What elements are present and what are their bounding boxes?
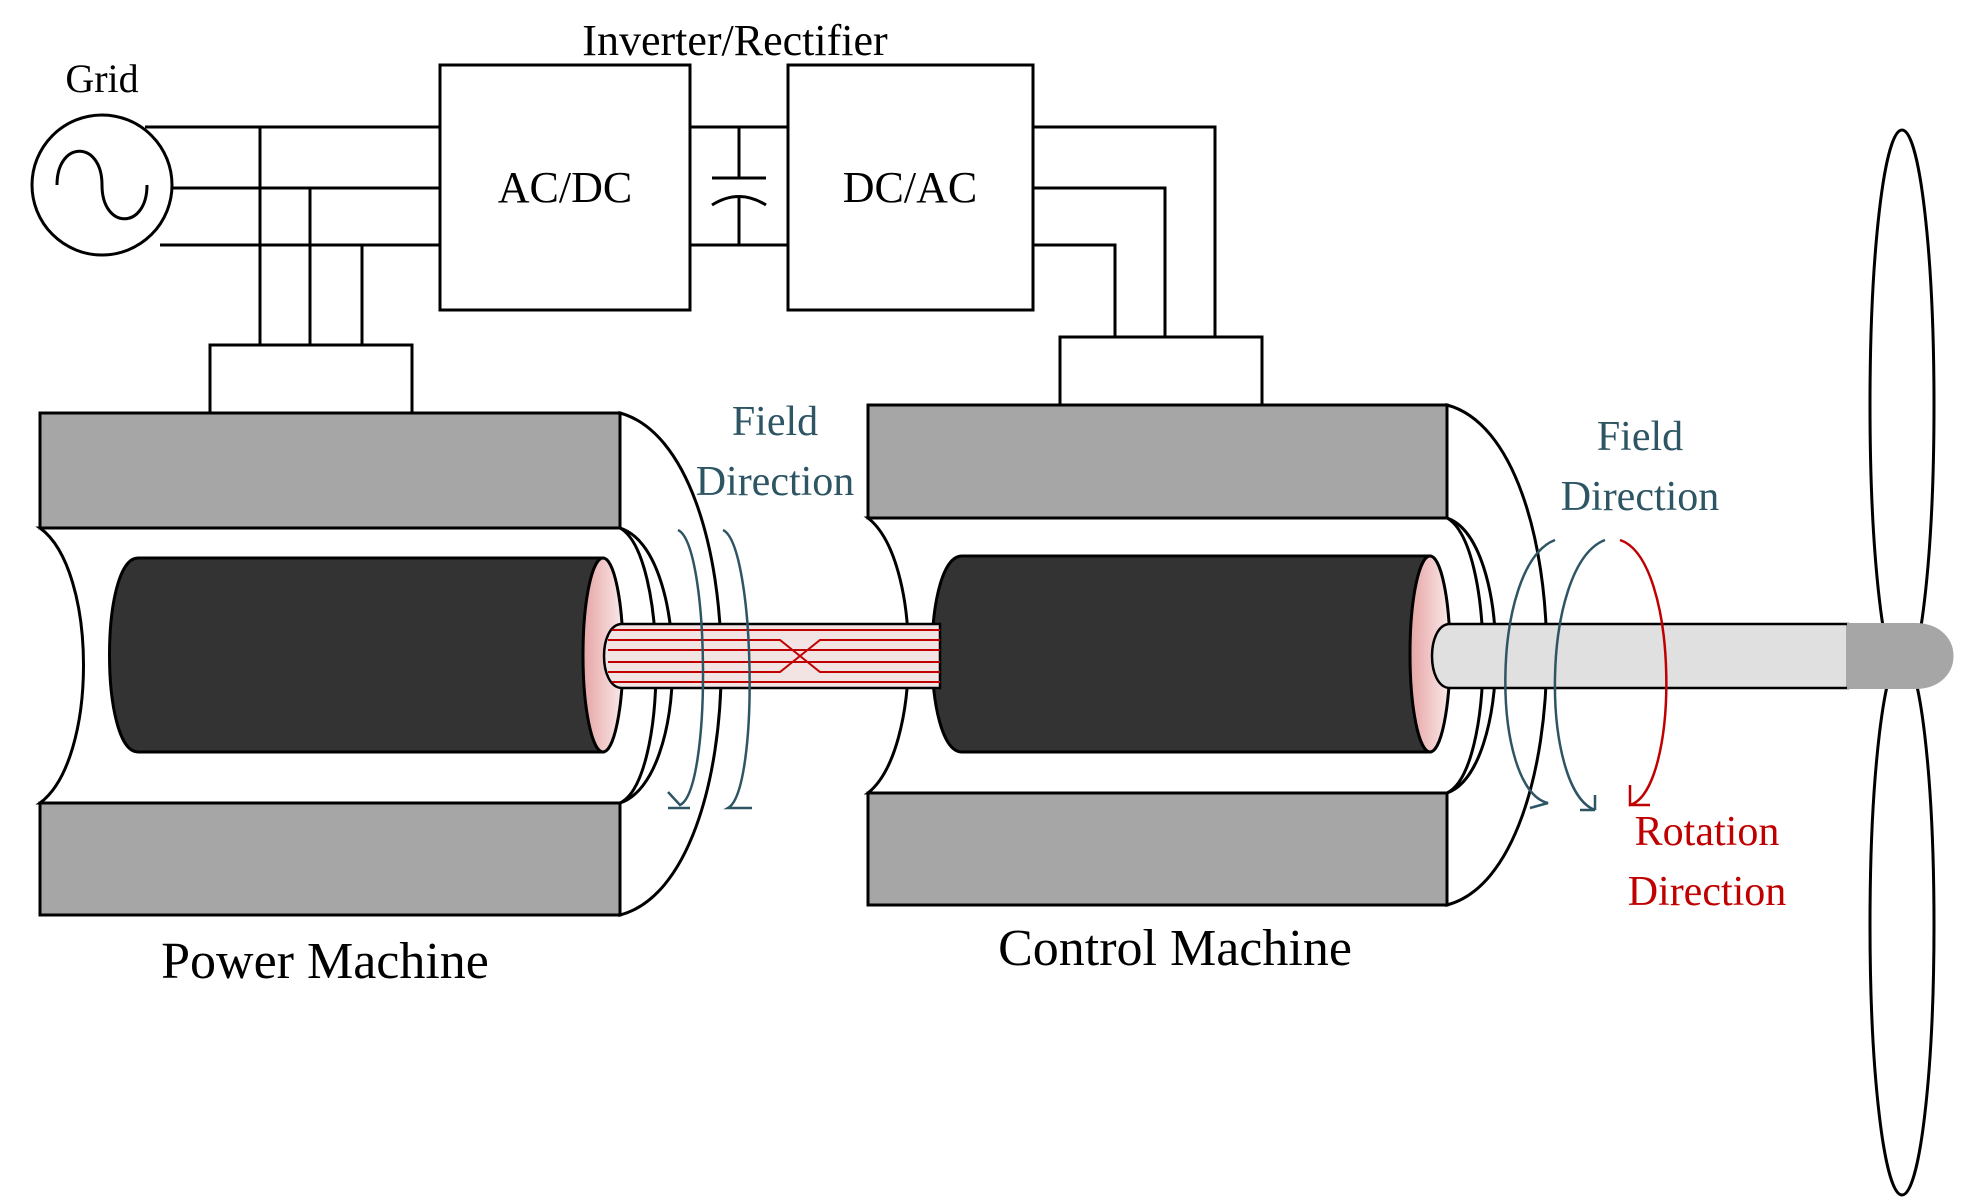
rotation-arrow-icon: [1619, 538, 1668, 807]
power-machine-label: Power Machine: [161, 933, 489, 990]
control-machine-label: Control Machine: [998, 920, 1352, 977]
dc-ac-label: DC/AC: [843, 163, 977, 212]
winding-lines: [608, 629, 940, 683]
field-arrows-control: [1504, 538, 1606, 812]
grid-source: [30, 113, 174, 257]
power-machine-rotor: [108, 556, 605, 754]
field-arrow-icon: [667, 528, 705, 807]
control-machine-stator-top: [866, 403, 1449, 520]
rotation-arrow: [1619, 538, 1668, 807]
ac-dc-converter: [438, 63, 692, 312]
power-machine-terminal-box: [208, 343, 414, 415]
turbine-blade-top: [1868, 128, 1936, 682]
inverter-rectifier-label: Inverter/Rectifier: [582, 16, 888, 65]
turbine-hub: [1847, 623, 1954, 689]
direction-label-control: Direction: [1561, 474, 1720, 520]
control-machine: [863, 335, 1549, 907]
turbine: [1847, 128, 1954, 1197]
field-label-control: Field: [1597, 414, 1683, 460]
power-machine-housing: [618, 411, 723, 917]
power-machine-stator-top: [38, 411, 622, 530]
grid-label: Grid: [65, 56, 138, 101]
control-wires: [1033, 125, 1217, 337]
dc-ac-converter: [786, 63, 1035, 312]
capacitor-icon: [711, 176, 767, 207]
ac-dc-label: AC/DC: [498, 163, 632, 212]
rotation-label: Rotation: [1635, 809, 1780, 855]
control-machine-rotor: [930, 554, 1432, 754]
sine-wave-icon: [55, 149, 149, 221]
turbine-blade-bottom: [1868, 653, 1936, 1197]
field-label-power: Field: [732, 399, 818, 445]
field-arrow-icon: [1504, 538, 1556, 810]
coupling-shaft: [602, 622, 942, 690]
control-machine-stator-bottom: [866, 791, 1449, 907]
grid-wires: [145, 125, 440, 345]
power-machine: [35, 343, 723, 917]
direction-label-power: Direction: [696, 459, 855, 505]
field-arrow-icon: [722, 528, 752, 810]
control-machine-terminal-box: [1058, 335, 1264, 407]
rotation-direction-label: Direction: [1628, 869, 1787, 915]
output-shaft: [1430, 622, 1850, 690]
field-arrows-power: [667, 528, 752, 810]
field-arrow-icon: [1553, 538, 1606, 812]
power-machine-stator-bottom: [38, 801, 622, 917]
dc-link: [690, 125, 788, 247]
